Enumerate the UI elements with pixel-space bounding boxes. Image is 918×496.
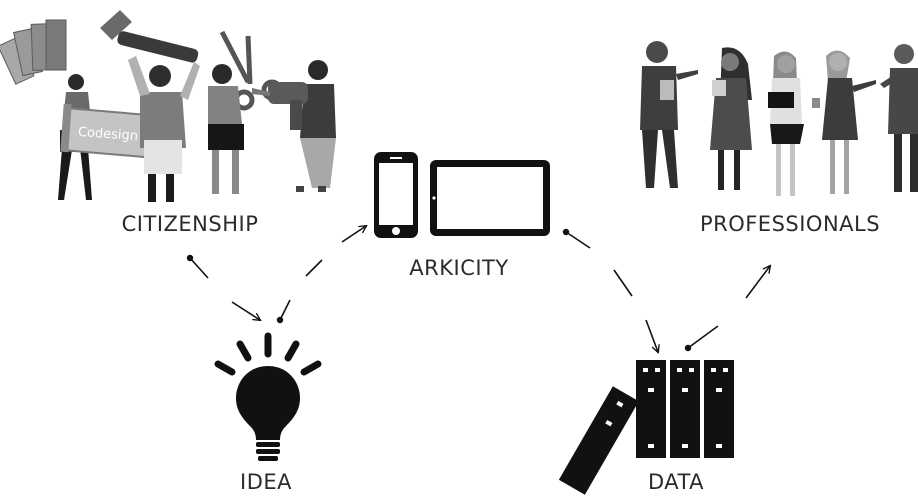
arrow-data-to-professionals xyxy=(684,266,770,352)
drill-icon xyxy=(252,82,308,130)
professional-2-icon xyxy=(710,47,752,190)
phone-icon xyxy=(374,152,418,238)
hammer-icon xyxy=(100,10,199,63)
citizens-illustration-icon: Codesign xyxy=(0,10,336,202)
label-data: DATA xyxy=(647,470,705,494)
arrow-citizenship-to-idea xyxy=(186,254,260,320)
professional-5-icon xyxy=(880,44,918,192)
lightbulb-icon xyxy=(214,332,322,461)
label-citizenship: CITIZENSHIP xyxy=(121,212,259,236)
binder-1-icon xyxy=(636,360,666,458)
person-3-icon xyxy=(208,64,244,194)
label-arkicity: ARKICITY xyxy=(409,256,509,280)
professionals-group-icon xyxy=(640,41,918,196)
binder-3-icon xyxy=(704,360,734,458)
person-2-icon xyxy=(128,56,200,202)
binders-icon xyxy=(558,360,734,495)
tablet-icon xyxy=(430,160,550,236)
professional-1-icon xyxy=(640,41,698,188)
label-professionals: PROFESSIONALS xyxy=(699,212,881,236)
arrow-arkicity-to-data xyxy=(562,228,658,352)
leaning-binder-icon xyxy=(558,386,639,495)
person-4-icon xyxy=(296,60,336,192)
connectors xyxy=(186,226,770,352)
binder-2-icon xyxy=(670,360,700,458)
professional-4-icon xyxy=(822,50,876,194)
swatch-fan-icon xyxy=(0,19,67,85)
codesign-text: Codesign xyxy=(77,125,138,144)
arrow-idea-to-arkicity xyxy=(276,226,366,324)
label-idea: IDEA xyxy=(240,470,292,494)
professional-3-icon xyxy=(768,51,820,196)
